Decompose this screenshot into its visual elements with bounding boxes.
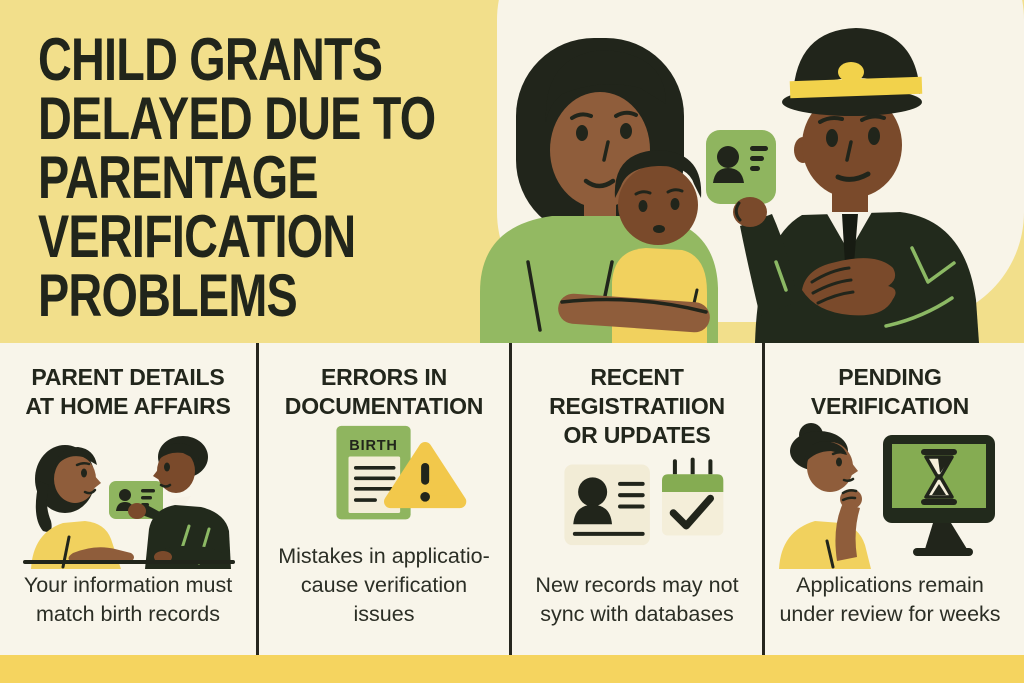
id-badge-calendar-icon bbox=[564, 457, 724, 546]
officer-chest-hand bbox=[802, 258, 896, 316]
warning-triangle-icon bbox=[384, 441, 467, 509]
reason-heading: PENDING VERIFICATION bbox=[810, 364, 970, 419]
parents-exchanging-id-card-icon bbox=[23, 436, 235, 569]
parent-woman-figure bbox=[31, 445, 134, 569]
woman-monitor-hourglass-icon bbox=[779, 423, 995, 569]
birth-certificate-warning-icon: BIRTH bbox=[336, 425, 467, 520]
poster-title: CHILD GRANTS DELAYED DUE TO PARENTAGE VE… bbox=[38, 26, 436, 329]
clerk-figure bbox=[128, 436, 231, 569]
hero-section: CHILD GRANTS DELAYED DUE TO PARENTAGE VE… bbox=[0, 0, 1024, 343]
reason-caption: New records may not sync with databases bbox=[535, 573, 739, 626]
reason-heading: ERRORS IN DOCUMENTATION bbox=[284, 364, 484, 419]
officer-raised-hand bbox=[733, 197, 797, 316]
monitor-icon bbox=[883, 435, 995, 556]
reason-errors-documentation: ERRORS IN DOCUMENTATION BIRTH bbox=[256, 343, 509, 655]
child-figure bbox=[558, 150, 710, 343]
id-badge-icon bbox=[564, 464, 650, 546]
certificate-label: BIRTH bbox=[349, 438, 397, 454]
hourglass-icon bbox=[921, 449, 957, 505]
calendar-check-icon bbox=[662, 457, 724, 536]
reason-caption: Applications remain under review for wee… bbox=[779, 573, 1001, 626]
reason-caption: Mistakes in applicatio- cause verificati… bbox=[278, 544, 490, 626]
bottom-accent-strip bbox=[0, 655, 1024, 683]
thinking-woman-figure bbox=[779, 423, 871, 569]
reason-caption: Your information must match birth record… bbox=[23, 573, 233, 626]
reason-illustration: BIRTH bbox=[269, 421, 499, 542]
reason-parent-details: PARENT DETAILS AT HOME AFFAIRS bbox=[0, 343, 256, 655]
green-id-card-icon bbox=[706, 130, 776, 204]
reason-recent-registration: RECENT REGISTRATIION OR UPDATES bbox=[509, 343, 762, 655]
reason-illustration bbox=[10, 421, 246, 571]
officer-cap bbox=[782, 28, 923, 116]
reasons-row: PARENT DETAILS AT HOME AFFAIRS bbox=[0, 343, 1024, 655]
reason-heading: PARENT DETAILS AT HOME AFFAIRS bbox=[25, 364, 231, 419]
officer-figure bbox=[706, 28, 979, 343]
mother-arm bbox=[558, 293, 710, 333]
reason-heading: RECENT REGISTRATIION OR UPDATES bbox=[549, 364, 725, 448]
reason-illustration bbox=[775, 421, 1005, 571]
reason-pending-verification: PENDING VERIFICATION bbox=[762, 343, 1015, 655]
reason-illustration bbox=[522, 450, 752, 571]
hero-illustration bbox=[0, 0, 1024, 343]
